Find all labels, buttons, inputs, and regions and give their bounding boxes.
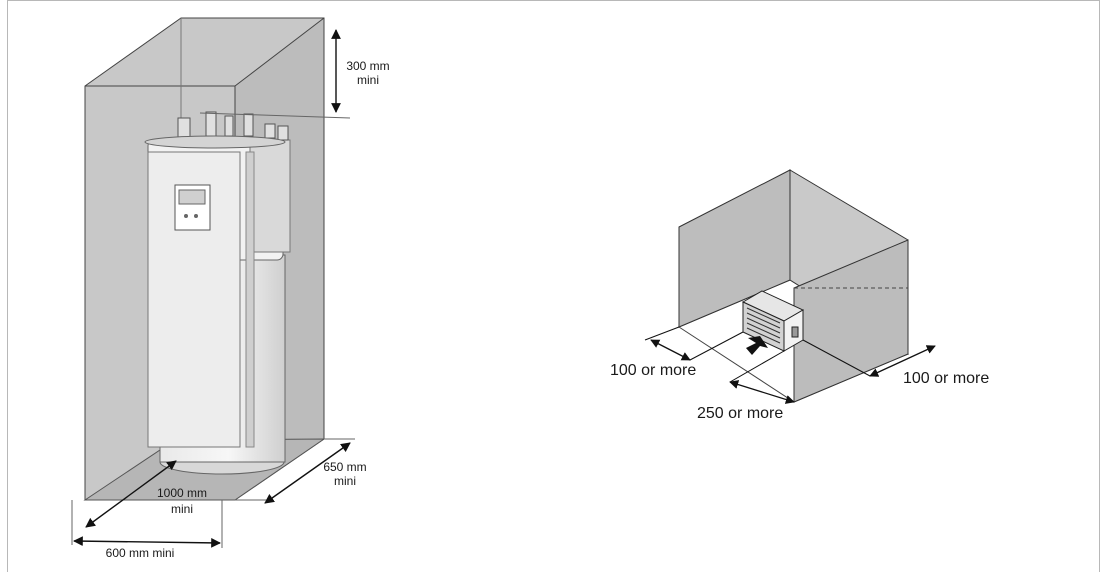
front-clearance-label-outdoor: 250 or more (697, 405, 783, 422)
width-clearance-arrow (73, 536, 221, 548)
right-clearance-arrow (869, 345, 936, 377)
front-clearance-label-line1: 1000 mm (157, 486, 207, 500)
left-clearance-ext-line-b (689, 331, 744, 361)
left-clearance-ext-line (644, 326, 680, 341)
side-clearance-label-line1: 650 mm (323, 460, 366, 474)
water-heater-unit (144, 111, 291, 475)
top-clearance-label-line1: 300 mm (346, 59, 389, 73)
front-clearance-ext-line (729, 350, 785, 383)
right-clearance-ext-line (802, 339, 871, 377)
left-clearance-label: 100 or more (610, 362, 696, 379)
front-clearance-label-line2: mini (171, 502, 193, 516)
front-clearance-arrow-outdoor (729, 380, 795, 404)
airflow-arrow-icon (746, 336, 768, 355)
left-clearance-arrow (650, 339, 691, 361)
side-clearance-arrow (264, 442, 351, 504)
front-clearance-arrow (85, 460, 177, 528)
top-clearance-reference-line (199, 112, 351, 119)
top-clearance-label-line2: mini (357, 73, 379, 87)
outdoor-unit (741, 290, 805, 352)
right-clearance-label: 100 or more (903, 370, 989, 387)
outdoor-unit-figure: 100 or more 250 or more 100 or more (610, 169, 989, 422)
width-clearance-label: 600 mm mini (106, 546, 175, 560)
side-clearance-label-line2: mini (334, 474, 356, 488)
indoor-unit-figure: 300 mm mini 650 mm mini 1000 mm mini 600… (71, 17, 390, 560)
figure-frame (7, 0, 1100, 572)
